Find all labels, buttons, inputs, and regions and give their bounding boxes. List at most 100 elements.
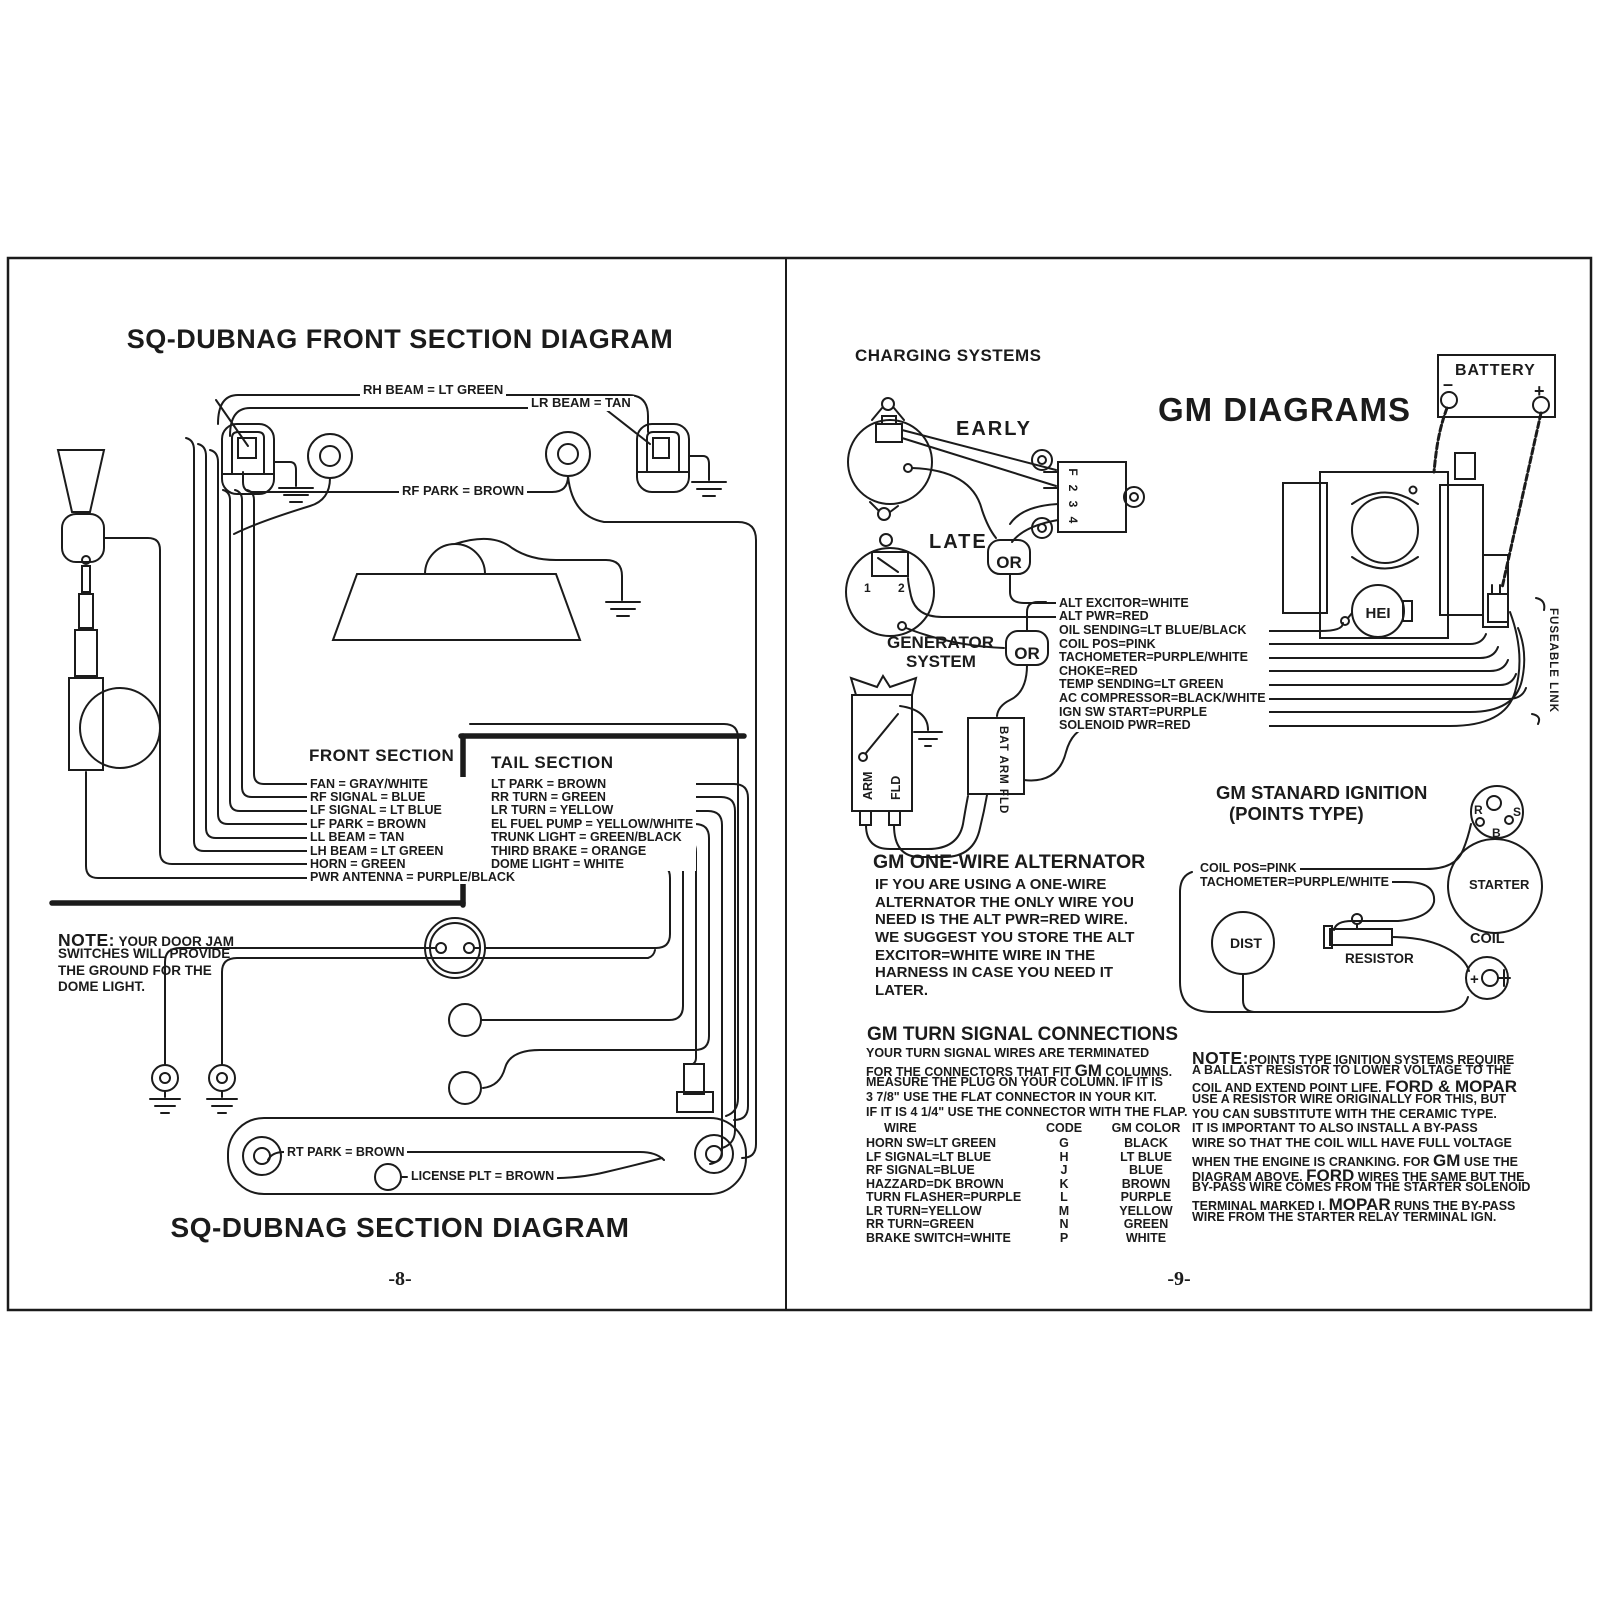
dome-light-connector: [424, 917, 486, 979]
text-line: WIRE FROM THE STARTER RELAY TERMINAL IGN…: [1192, 1209, 1497, 1224]
text-line: NOTE: YOUR DOOR JAM: [58, 930, 234, 950]
solenoid-s: S: [1513, 805, 1521, 819]
early-alternator: [847, 397, 1057, 539]
connector-pin-2: 2: [1066, 485, 1080, 492]
front-wire-item: LH BEAM = LT GREEN: [307, 844, 518, 858]
or-2-label: OR: [1014, 644, 1040, 663]
text-line: DIAGRAM ABOVE. FORD WIRES THE SAME BUT T…: [1192, 1165, 1525, 1185]
tail-wire-item: EL FUEL PUMP = YELLOW/WHITE: [488, 817, 697, 831]
license-plt-label: LICENSE PLT = BROWN: [408, 1169, 558, 1183]
gm-wire-item: COIL POS=PINK: [1056, 637, 1269, 651]
text-line: IF IT IS 4 1/4" USE THE CONNECTOR WITH T…: [866, 1104, 1188, 1119]
tachometer-label: TACHOMETER=PURPLE/WHITE: [1197, 875, 1393, 889]
front-wire-item: FAN = GRAY/WHITE: [307, 777, 518, 791]
text-line: NOTE:POINTS TYPE IGNITION SYSTEMS REQUIR…: [1192, 1048, 1515, 1068]
one-wire-line: NEED IS THE ALT PWR=RED WIRE.: [875, 911, 1128, 929]
gm-wire-item: ALT PWR=RED: [1056, 609, 1269, 623]
early-label: EARLY: [956, 418, 1032, 440]
generator-system-label-2: SYSTEM: [906, 652, 976, 671]
regulator-connector: [1009, 449, 1145, 543]
regulator-label: BAT ARM FLD: [997, 726, 1009, 814]
gm-wire-item: TACHOMETER=PURPLE/WHITE: [1056, 650, 1269, 664]
rt-park-label: RT PARK = BROWN: [284, 1145, 408, 1159]
generator-system-label-1: GENERATOR: [887, 633, 995, 652]
third-brake-socket: [448, 1003, 482, 1037]
one-wire-line: EXCITOR=WHITE WIRE IN THE: [875, 946, 1096, 964]
text-line: BY-PASS WIRE COMES FROM THE STARTER SOLE…: [1192, 1180, 1531, 1195]
late-label: LATE: [929, 531, 988, 553]
text-line: WIRE SO THAT THE COIL WILL HAVE FULL VOL…: [1192, 1136, 1512, 1151]
lr-beam-label: LR BEAM = TAN: [528, 395, 634, 411]
gen-fld-label: FLD: [889, 776, 903, 800]
tail-wire-item: THIRD BRAKE = ORANGE: [488, 844, 697, 858]
late-alternator: [845, 533, 1057, 649]
generator: [849, 674, 988, 858]
tail-wire-item: LR TURN = YELLOW: [488, 803, 697, 817]
wire-leaders: [1171, 611, 1527, 727]
battery-label: BATTERY: [1455, 362, 1536, 379]
gm-diagrams-art: [845, 354, 1556, 1013]
gen-arm-label: ARM: [861, 772, 875, 800]
page8-bottom-title: SQ-DUBNAG SECTION DIAGRAM: [170, 1212, 630, 1243]
page-frame: [6, 256, 1593, 1312]
antenna: [68, 555, 333, 879]
text-line: THE GROUND FOR THE: [58, 962, 212, 978]
page9-number: -9-: [1167, 1268, 1191, 1290]
one-wire-line: WE SUGGEST YOU STORE THE ALT: [875, 929, 1135, 947]
front-harness-bundle: [185, 437, 333, 852]
tail-wire-item: DOME LIGHT = WHITE: [488, 857, 697, 871]
one-wire-line: ALTERNATOR THE ONLY WIRE YOU: [875, 893, 1134, 911]
connector-pin-3: 3: [1066, 501, 1080, 508]
ignition-heading-1: GM STANARD IGNITION: [1216, 782, 1428, 803]
gm-wire-item: ALT EXCITOR=WHITE: [1056, 596, 1269, 610]
front-wire-item: LF SIGNAL = LT BLUE: [307, 803, 518, 817]
front-wire-item: HORN = GREEN: [307, 857, 518, 871]
text-line: A BALLAST RESISTOR TO LOWER VOLTAGE TO T…: [1192, 1062, 1512, 1077]
gm-wire-item: CHOKE=RED: [1056, 664, 1269, 678]
front-wire-item: LL BEAM = TAN: [307, 830, 518, 844]
gm-wire-item: TEMP SENDING=LT GREEN: [1056, 677, 1269, 691]
page9-title: GM DIAGRAMS: [1158, 391, 1411, 428]
engine-block: [1282, 452, 1509, 639]
rh-beam-label: RH BEAM = LT GREEN: [360, 382, 507, 398]
tail-wire-item: RR TURN = GREEN: [488, 790, 697, 804]
page9-note: NOTE:POINTS TYPE IGNITION SYSTEMS REQUIR…: [1192, 1048, 1530, 1224]
text-line: 3 7/8" USE THE FLAT CONNECTOR IN YOUR KI…: [866, 1090, 1157, 1105]
ignition-art: [1179, 785, 1543, 1013]
text-line: TERMINAL MARKED I. MOPAR RUNS THE BY-PAS…: [1192, 1194, 1516, 1214]
solenoid-b: B: [1492, 826, 1501, 840]
turn-signal-table-header: WIRE CODE GM COLOR: [866, 1121, 1202, 1135]
text-line: YOUR TURN SIGNAL WIRES ARE TERMINATED: [866, 1046, 1150, 1060]
text-line: IT IS IMPORTANT TO ALSO INSTALL A BY-PAS…: [1192, 1121, 1478, 1136]
coil-pos-label: COIL POS=PINK: [1197, 861, 1300, 875]
text-line: COIL AND EXTEND POINT LIFE. FORD & MOPAR: [1192, 1077, 1517, 1097]
front-wire-item: PWR ANTENNA = PURPLE/BLACK: [307, 870, 518, 884]
rf-park-label: RF PARK = BROWN: [399, 483, 528, 499]
dist-label: DIST: [1230, 935, 1262, 951]
tail-wire-item: LT PARK = BROWN: [488, 777, 697, 791]
hei-label: HEI: [1365, 605, 1390, 622]
text-line: USE A RESISTOR WIRE ORIGINALLY FOR THIS,…: [1192, 1092, 1507, 1107]
gm-wire-item: AC COMPRESSOR=BLACK/WHITE: [1056, 691, 1269, 705]
left-headlight-bucket: [221, 423, 314, 503]
or-1-label: OR: [996, 553, 1022, 572]
late-pin-2: 2: [898, 581, 905, 595]
coil-plus: +: [1470, 971, 1479, 988]
one-wire-line: HARNESS IN CASE YOU NEED IT: [875, 964, 1114, 982]
tail-section-heading: TAIL SECTION: [488, 753, 617, 773]
charging-systems-heading: CHARGING SYSTEMS: [852, 346, 1045, 366]
connector-pin-4: 4: [1066, 517, 1080, 524]
fuel-pump-socket: [448, 1071, 482, 1105]
